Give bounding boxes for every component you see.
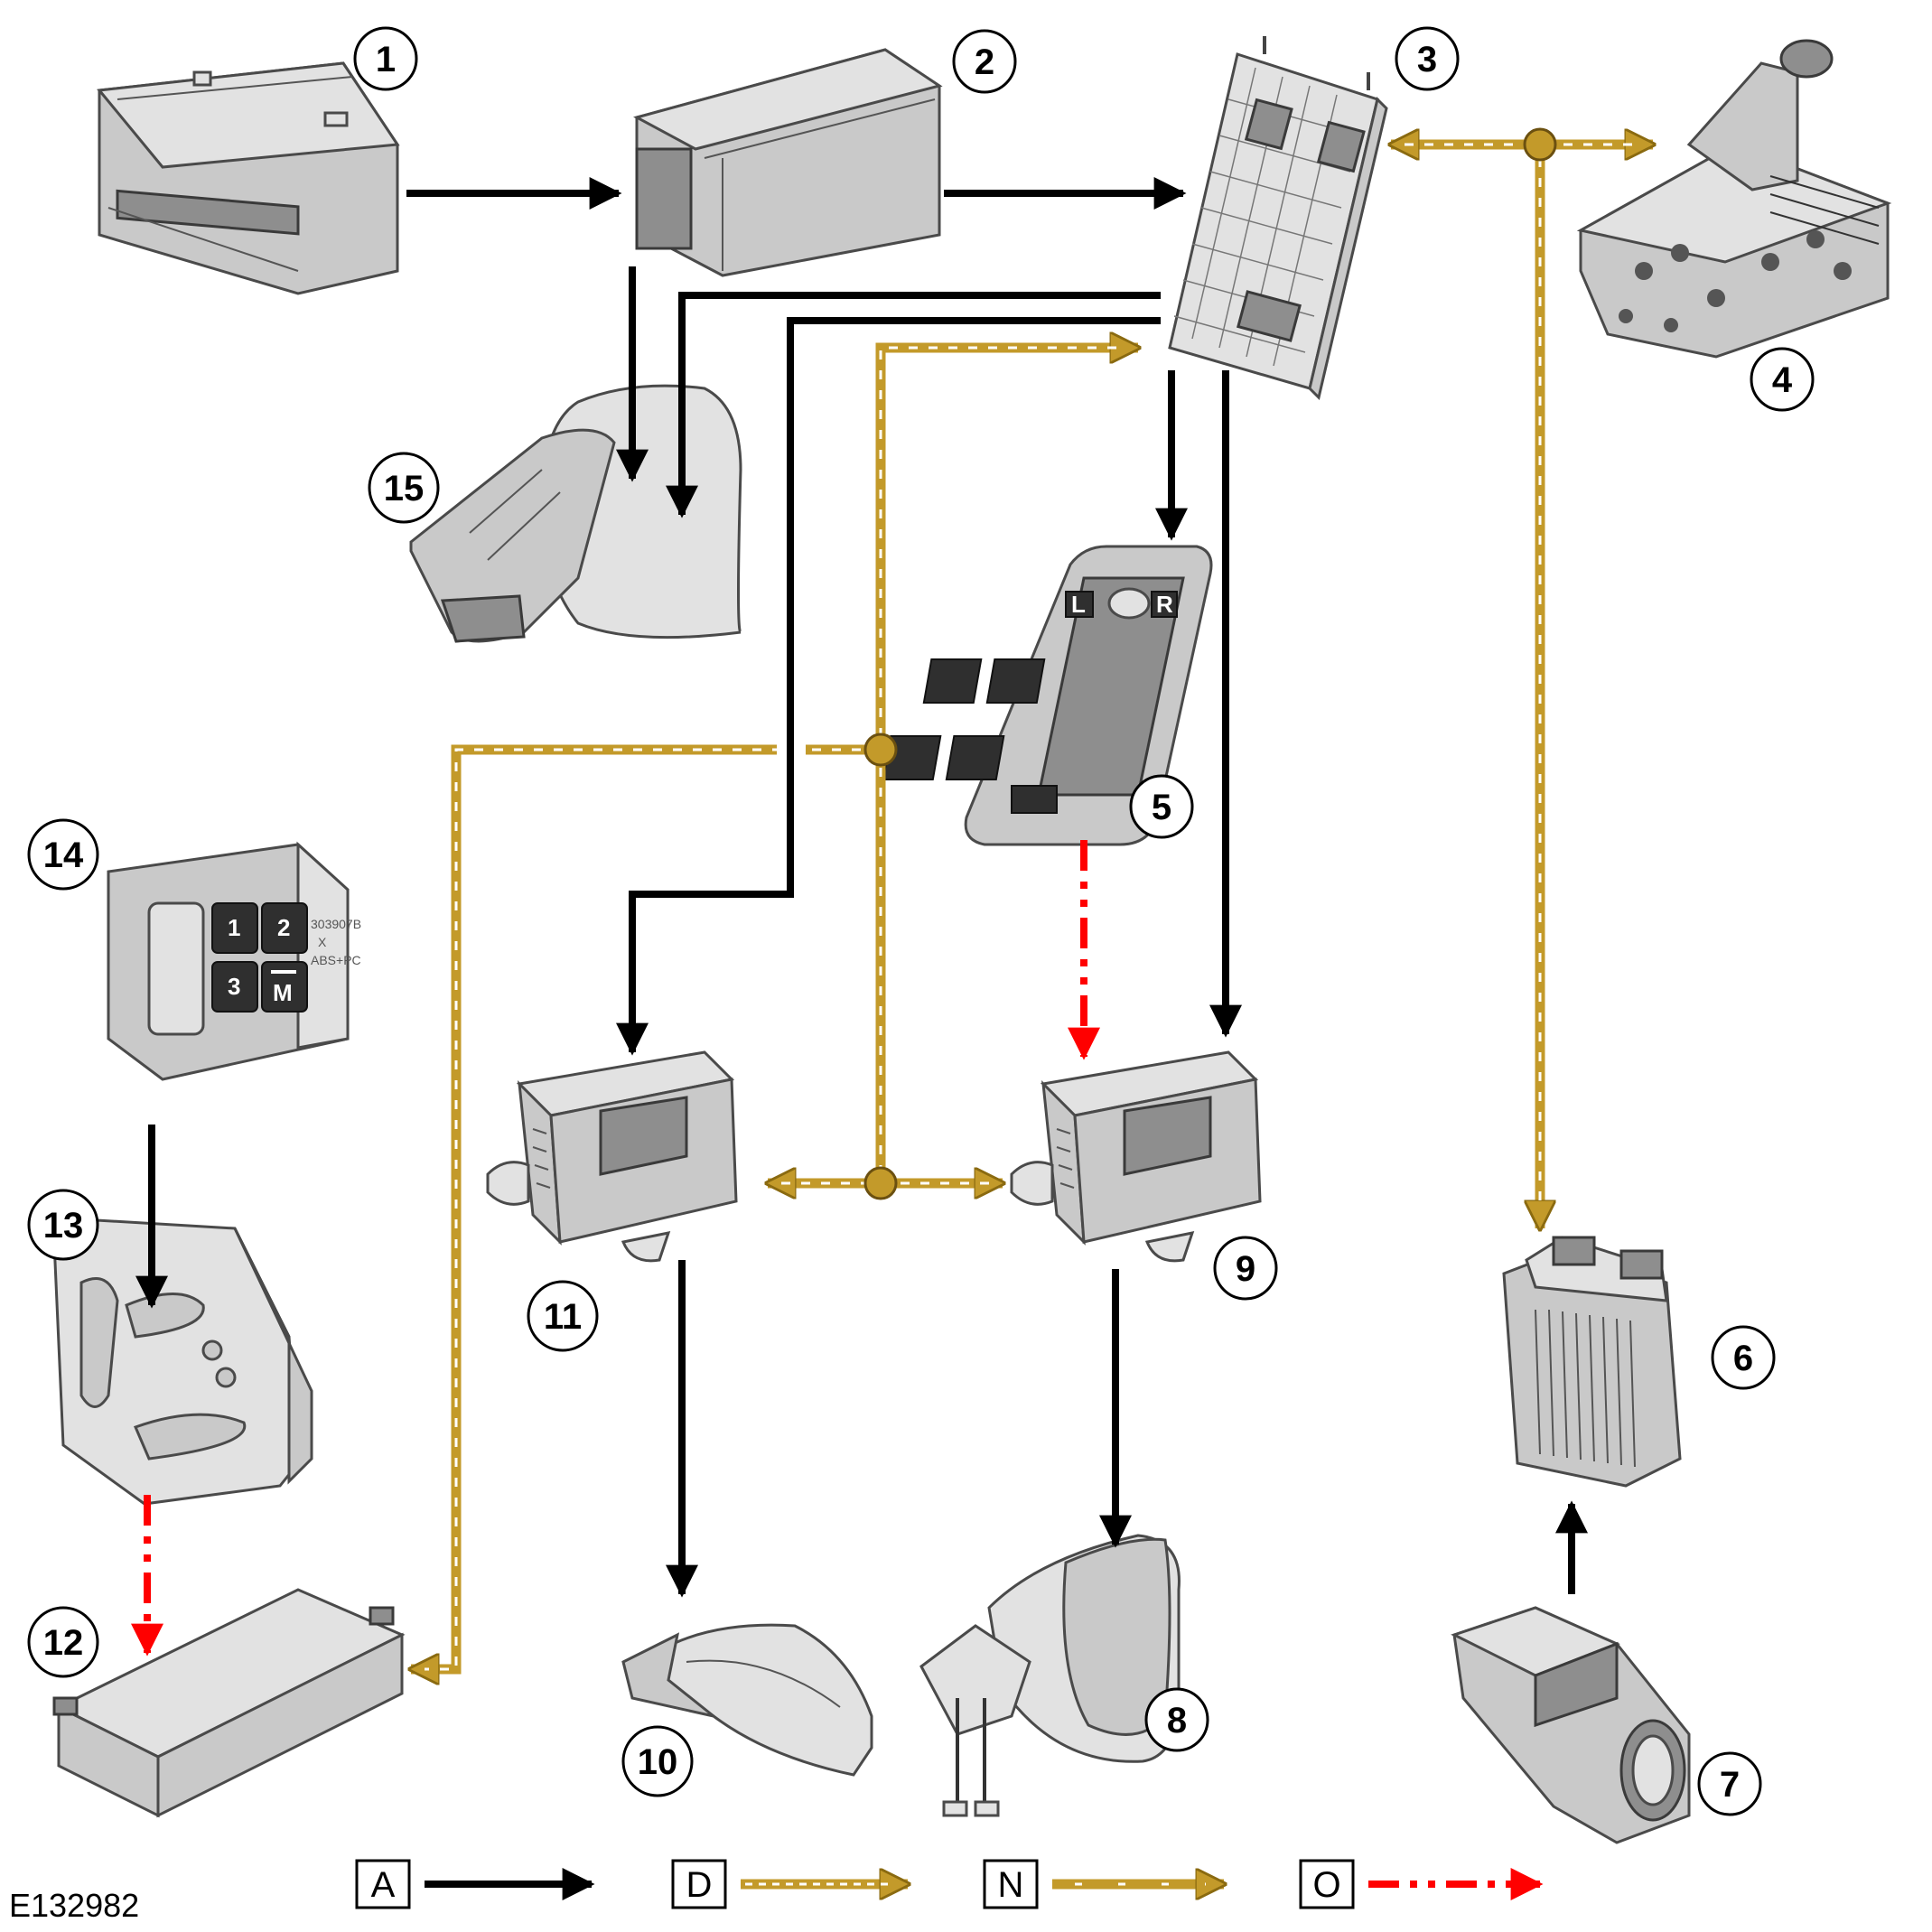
callout-14: 14: [27, 818, 99, 891]
callout-13-label: 13: [43, 1206, 84, 1246]
memory-button-3: 3: [228, 973, 240, 1000]
callout-11-label: 11: [544, 1297, 582, 1337]
legend-item-o: O: [1299, 1859, 1544, 1909]
body-control-module-icon: [1168, 36, 1388, 400]
engine-control-module-icon: [1502, 1236, 1682, 1488]
window-switch-pack-icon: L R: [882, 545, 1213, 846]
mirror-left-icon: [621, 1623, 873, 1777]
fuse-box-icon: [632, 48, 943, 277]
callout-5-label: 5: [1152, 788, 1171, 827]
legend-item-n: N: [983, 1859, 1224, 1909]
callout-11: 11: [527, 1280, 599, 1352]
switch-label-line-3: ABS+PC: [311, 953, 361, 967]
lin-connections: [131, 840, 1100, 1657]
callout-1-label: 1: [376, 40, 396, 79]
callout-7: 7: [1697, 1751, 1762, 1816]
memory-button-1: 1: [228, 914, 240, 941]
callout-8-label: 8: [1167, 1701, 1187, 1741]
callout-3: 3: [1395, 26, 1460, 91]
callout-5: 5: [1129, 774, 1194, 839]
can-bus-white-dashes: [425, 143, 1639, 1671]
callout-4-label: 4: [1772, 360, 1793, 400]
callout-12-label: 12: [43, 1623, 84, 1663]
switch-label-line-2: X: [318, 935, 327, 949]
hardwired-connections: [135, 177, 1588, 1598]
callout-4: 4: [1750, 347, 1815, 412]
legend-key-d: D: [686, 1865, 713, 1905]
bus-junctions: [863, 127, 1557, 1200]
figure-reference: E132982: [9, 1887, 139, 1924]
legend-key-n: N: [998, 1865, 1024, 1905]
memory-button-2: 2: [277, 914, 290, 941]
connector-icon: [1451, 1606, 1691, 1844]
callout-14-label: 14: [43, 835, 84, 875]
callout-10: 10: [621, 1725, 694, 1797]
callout-13: 13: [27, 1189, 99, 1261]
callout-7-label: 7: [1720, 1765, 1740, 1805]
callout-6-label: 6: [1733, 1339, 1753, 1378]
legend-item-d: D: [671, 1859, 908, 1909]
callout-8: 8: [1144, 1687, 1209, 1752]
callout-2-label: 2: [975, 42, 994, 82]
switch-label-line-1: 303907B: [311, 917, 361, 931]
battery-icon: [97, 61, 400, 295]
callout-2: 2: [952, 29, 1017, 94]
door-module-right-icon: [1010, 1050, 1262, 1263]
callout-6: 6: [1711, 1325, 1776, 1390]
door-module-left-icon: [486, 1050, 738, 1263]
legend-key-a: A: [371, 1865, 396, 1905]
can-bus-gold-base: [411, 145, 1653, 1669]
seat-module-icon: [52, 1588, 406, 1818]
memory-switch-icon: 1 2 3 M 303907B X ABS+PC: [107, 841, 361, 1081]
memory-button-m: M: [273, 979, 293, 1006]
seat-switch-icon: [52, 1218, 313, 1506]
callout-10-label: 10: [638, 1742, 678, 1782]
legend-item-a: A: [355, 1859, 595, 1909]
legend-key-o: O: [1312, 1865, 1340, 1905]
callout-9: 9: [1213, 1236, 1278, 1301]
transmission-valve-body-icon: [1576, 39, 1892, 359]
callout-15-label: 15: [384, 469, 425, 509]
callout-1: 1: [353, 26, 418, 91]
window-switch-left-label: L: [1071, 591, 1086, 618]
callout-15: 15: [368, 452, 440, 524]
callout-9-label: 9: [1236, 1249, 1255, 1289]
callout-3-label: 3: [1417, 40, 1437, 79]
callout-12: 12: [27, 1606, 99, 1678]
rear-view-mirror-icon: [409, 384, 742, 643]
legend: A D N O: [355, 1859, 1544, 1909]
window-switch-right-label: R: [1156, 591, 1173, 618]
mirror-right-icon: [919, 1534, 1181, 1817]
